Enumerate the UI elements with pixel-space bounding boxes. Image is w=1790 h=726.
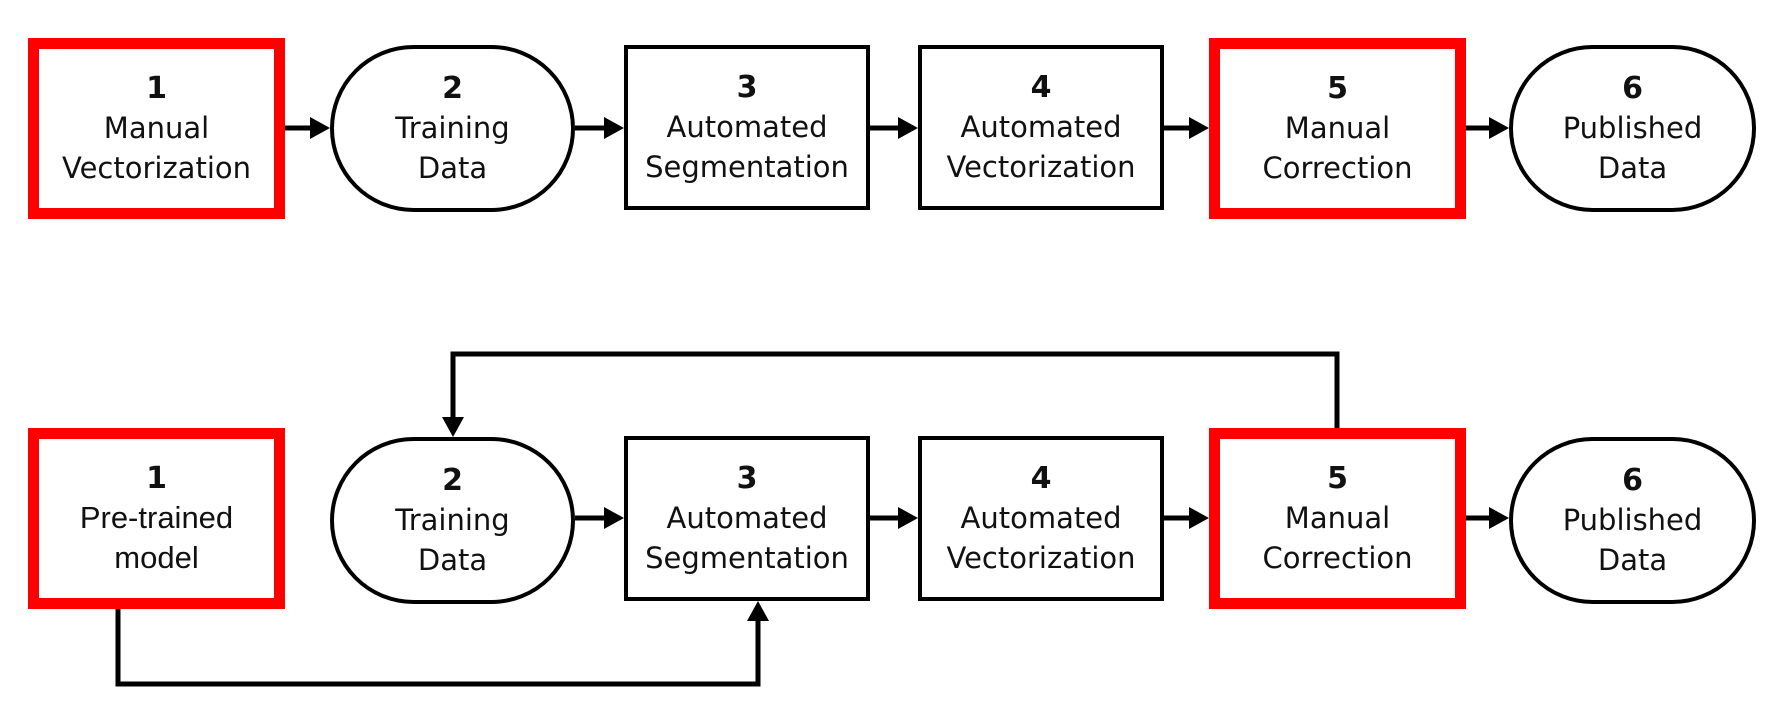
step-number: 1 bbox=[146, 70, 167, 106]
arrow-bottom-2-3-arrowhead bbox=[604, 507, 624, 529]
arrow-feedback-5-to-2-line bbox=[450, 351, 1340, 428]
step-number: 4 bbox=[1030, 69, 1052, 105]
step-label-line-2: Data bbox=[417, 542, 488, 577]
top-step-4-automated-vectorization: 4 Automated Vectorization bbox=[918, 45, 1164, 210]
bottom-step-6-published-data: 6 Published Data bbox=[1509, 437, 1756, 604]
step-label-line-1: Manual bbox=[1284, 500, 1391, 535]
step-label-line-2: Data bbox=[1597, 150, 1668, 185]
arrow-bypass-1-to-3-arrowhead bbox=[747, 601, 769, 621]
step-label-line-1: Automated bbox=[960, 500, 1122, 535]
step-number: 2 bbox=[442, 462, 463, 498]
step-label-line-2: Segmentation bbox=[645, 540, 849, 575]
arrow-top-3-4-arrowhead bbox=[898, 117, 918, 139]
top-step-3-automated-segmentation: 3 Automated Segmentation bbox=[624, 45, 870, 210]
step-number: 5 bbox=[1327, 460, 1348, 496]
step-label-line-1: Automated bbox=[666, 500, 828, 535]
step-number: 1 bbox=[146, 460, 167, 496]
bottom-step-5-manual-correction: 5 Manual Correction bbox=[1209, 428, 1466, 609]
top-step-5-manual-correction: 5 Manual Correction bbox=[1209, 38, 1466, 219]
arrow-bypass-1-to-3-line bbox=[115, 609, 761, 687]
bottom-step-1-pre-trained-model: 1 Pre-trained model bbox=[28, 428, 285, 609]
step-number: 5 bbox=[1327, 70, 1348, 106]
top-step-1-manual-vectorization: 1 Manual Vectorization bbox=[28, 38, 285, 219]
arrow-top-5-6-arrowhead bbox=[1489, 117, 1509, 139]
arrow-bottom-5-6-arrowhead bbox=[1489, 507, 1509, 529]
step-label-line-1: Published bbox=[1562, 110, 1703, 145]
step-number: 2 bbox=[442, 70, 463, 106]
step-number: 6 bbox=[1622, 70, 1643, 106]
arrow-top-1-2-arrowhead bbox=[310, 117, 330, 139]
step-number: 3 bbox=[736, 69, 758, 105]
top-step-6-published-data: 6 Published Data bbox=[1509, 45, 1756, 212]
step-label-line-2: Data bbox=[1597, 542, 1668, 577]
step-number: 6 bbox=[1622, 462, 1643, 498]
step-label-line-1: Pre-trained bbox=[79, 499, 234, 535]
step-label-line-1: Automated bbox=[666, 109, 828, 144]
step-label-line-2: Vectorization bbox=[61, 150, 251, 185]
step-label-line-2: Correction bbox=[1262, 150, 1413, 185]
step-label-line-2: Data bbox=[417, 150, 488, 185]
step-label-line-2: Vectorization bbox=[946, 149, 1136, 184]
arrow-top-2-3-arrowhead bbox=[604, 117, 624, 139]
arrow-top-4-5-arrowhead bbox=[1189, 117, 1209, 139]
step-label-line-2: model bbox=[114, 539, 199, 575]
step-label-line-2: Segmentation bbox=[645, 149, 849, 184]
step-label-line-1: Published bbox=[1562, 502, 1703, 537]
step-label-line-2: Correction bbox=[1262, 540, 1413, 575]
arrow-bottom-4-5-arrowhead bbox=[1189, 507, 1209, 529]
bottom-step-3-automated-segmentation: 3 Automated Segmentation bbox=[624, 436, 870, 601]
step-label-line-1: Automated bbox=[960, 109, 1122, 144]
arrow-bottom-3-4-arrowhead bbox=[898, 507, 918, 529]
step-number: 4 bbox=[1030, 460, 1052, 496]
step-label-line-1: Training bbox=[395, 110, 510, 145]
bottom-step-2-training-data: 2 Training Data bbox=[330, 437, 575, 604]
top-step-2-training-data: 2 Training Data bbox=[330, 45, 575, 212]
step-label-line-1: Manual bbox=[103, 110, 210, 145]
bottom-step-4-automated-vectorization: 4 Automated Vectorization bbox=[918, 436, 1164, 601]
step-number: 3 bbox=[736, 460, 758, 496]
step-label-line-2: Vectorization bbox=[946, 540, 1136, 575]
arrow-feedback-5-to-2-arrowhead bbox=[442, 417, 464, 437]
step-label-line-1: Training bbox=[395, 502, 510, 537]
step-label-line-1: Manual bbox=[1284, 110, 1391, 145]
